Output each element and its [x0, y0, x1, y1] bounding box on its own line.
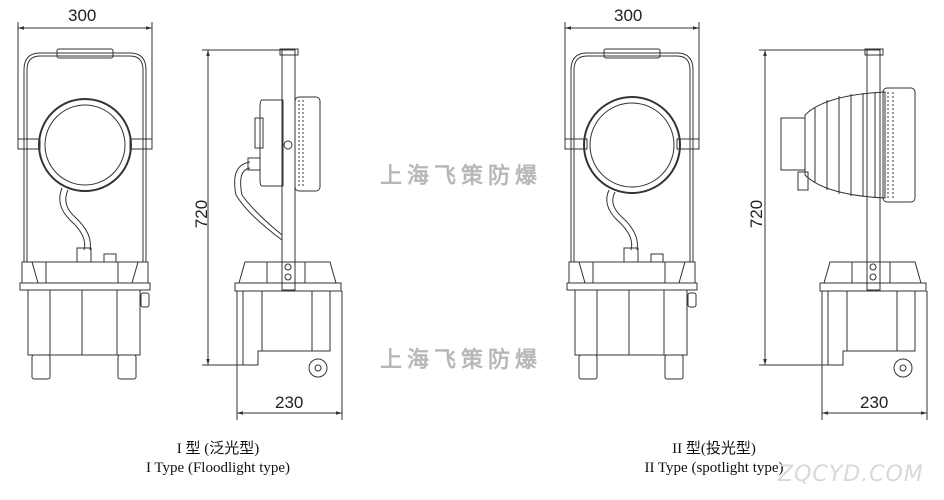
caption-type2: II 型(投光型) II Type (spotlight type): [594, 440, 834, 478]
caption-type1-cn: I 型 (泛光型): [176, 441, 260, 457]
caption-type1: I 型 (泛光型) I Type (Floodlight type): [98, 440, 338, 478]
caption-type2-cn: II 型(投光型): [672, 441, 756, 457]
caption-type2-en: II Type (spotlight type): [644, 460, 784, 476]
dimension-width-type2: 300: [614, 6, 643, 25]
type2-front-view: [564, 22, 700, 380]
dimension-depth-type2: 230: [860, 393, 889, 412]
watermark-brand-top: 上海飞策防爆: [380, 163, 543, 189]
dimension-depth-type1: 230: [275, 393, 304, 412]
watermark-brand-bottom: 上海飞策防爆: [380, 347, 543, 373]
dimension-height-type2: 720: [747, 199, 767, 229]
dimension-height-type1: 720: [192, 199, 212, 229]
type2-side-view: [759, 48, 928, 420]
watermark-site: ZQCYD.COM: [778, 462, 924, 487]
type1-front-view: [17, 22, 153, 380]
dimension-width-type1: 300: [68, 6, 97, 25]
caption-type1-en: I Type (Floodlight type): [145, 460, 291, 476]
type1-side-view: [202, 48, 343, 420]
